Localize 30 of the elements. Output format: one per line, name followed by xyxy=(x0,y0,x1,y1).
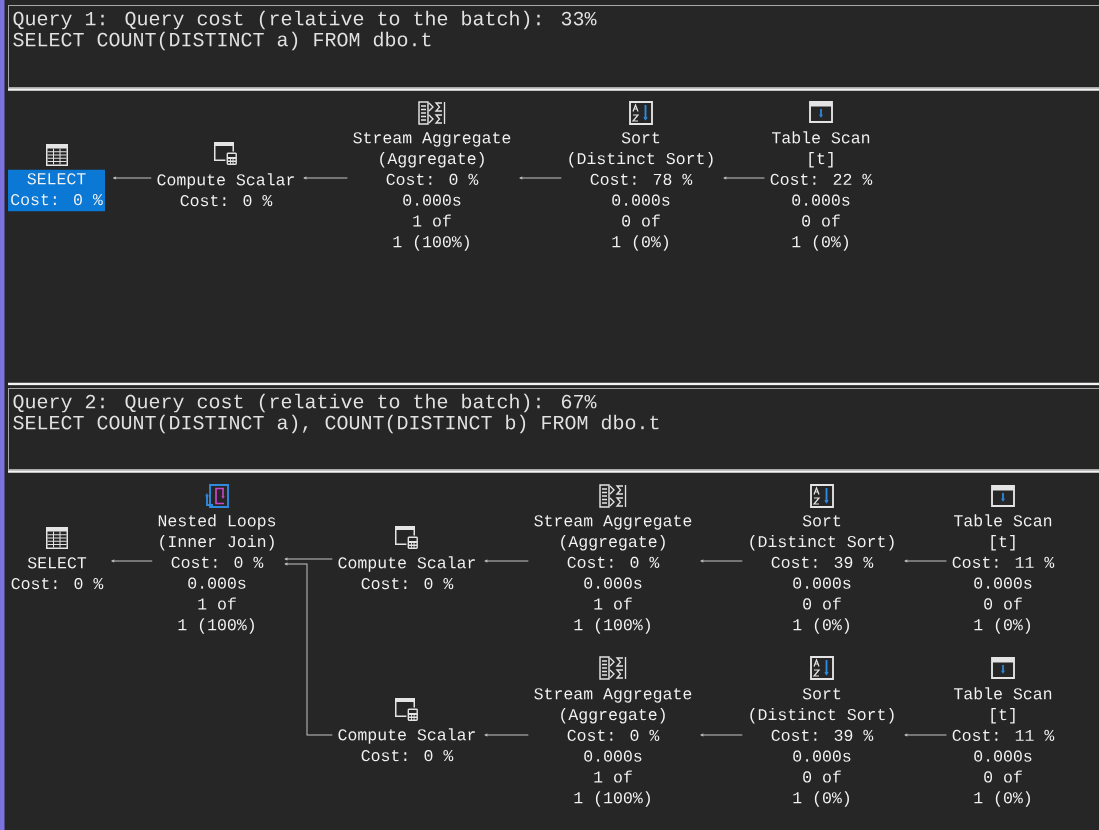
arrow xyxy=(904,733,947,737)
operator-label: Table Scan [t] Cost: 11 % 0.000s 0 of 1 (0%) xyxy=(952,687,1055,807)
operator-label: Sort (Distinct Sort) Cost: 39 % 0.000s 0 of 1 (0%) xyxy=(750,515,894,634)
query-header-box: Query 1: Query cost (relative to the batch): 33% SELECT COUNT(DISTINCT a) FROM dbo.t xyxy=(8,5,1099,88)
operator-label: Table Scan [t] Cost: 11 % 0.000s 0 of 1 (0%) xyxy=(952,514,1055,634)
selected-operator-label: SELECT Cost: 0 % xyxy=(8,169,105,212)
operator-label: Table Scan [t] Cost: 22 % 0.000s 0 of 1 (0%) xyxy=(770,131,873,251)
query-header-box: Query 2: Query cost (relative to the batch): 67% SELECT COUNT(DISTINCT a), COUNT(DISTINCT b) FROM dbo.t xyxy=(8,388,1099,470)
operator-label: SELECT Cost: 0 % xyxy=(11,557,104,590)
arrow xyxy=(303,176,348,180)
operator-label: Sort (Distinct Sort) Cost: 78 % 0.000s 0 of 1 (0%) xyxy=(569,132,713,251)
arrow xyxy=(112,176,152,180)
arrow xyxy=(904,559,947,563)
arrow xyxy=(484,733,529,737)
arrow xyxy=(111,559,153,563)
operator-label: Sort (Distinct Sort) Cost: 39 % 0.000s 0 of 1 (0%) xyxy=(750,688,894,807)
operator-label: Nested Loops (Inner Join) Cost: 0 % 0.000s 1 of 1 (100%) xyxy=(158,514,276,634)
arrow xyxy=(700,559,743,563)
operator-label: Compute Scalar Cost: 0 % xyxy=(338,728,475,762)
arrow xyxy=(723,176,765,180)
arrow xyxy=(484,559,529,563)
operator-label: Compute Scalar Cost: 0 % xyxy=(157,173,294,207)
arrow xyxy=(284,557,333,561)
operator-label: Compute Scalar Cost: 0 % xyxy=(338,556,475,590)
elbow-arrow xyxy=(284,562,333,736)
operator-label: Stream Aggregate (Aggregate) Cost: 0 % 0.000s 1 of 1 (100%) xyxy=(534,688,692,807)
operator-label: Stream Aggregate (Aggregate) Cost: 0 % 0.000s 1 of 1 (100%) xyxy=(534,515,692,634)
arrow xyxy=(519,176,562,180)
arrow xyxy=(700,733,743,737)
operator-label: Stream Aggregate (Aggregate) Cost: 0 % 0.000s 1 of 1 (100%) xyxy=(353,132,511,251)
